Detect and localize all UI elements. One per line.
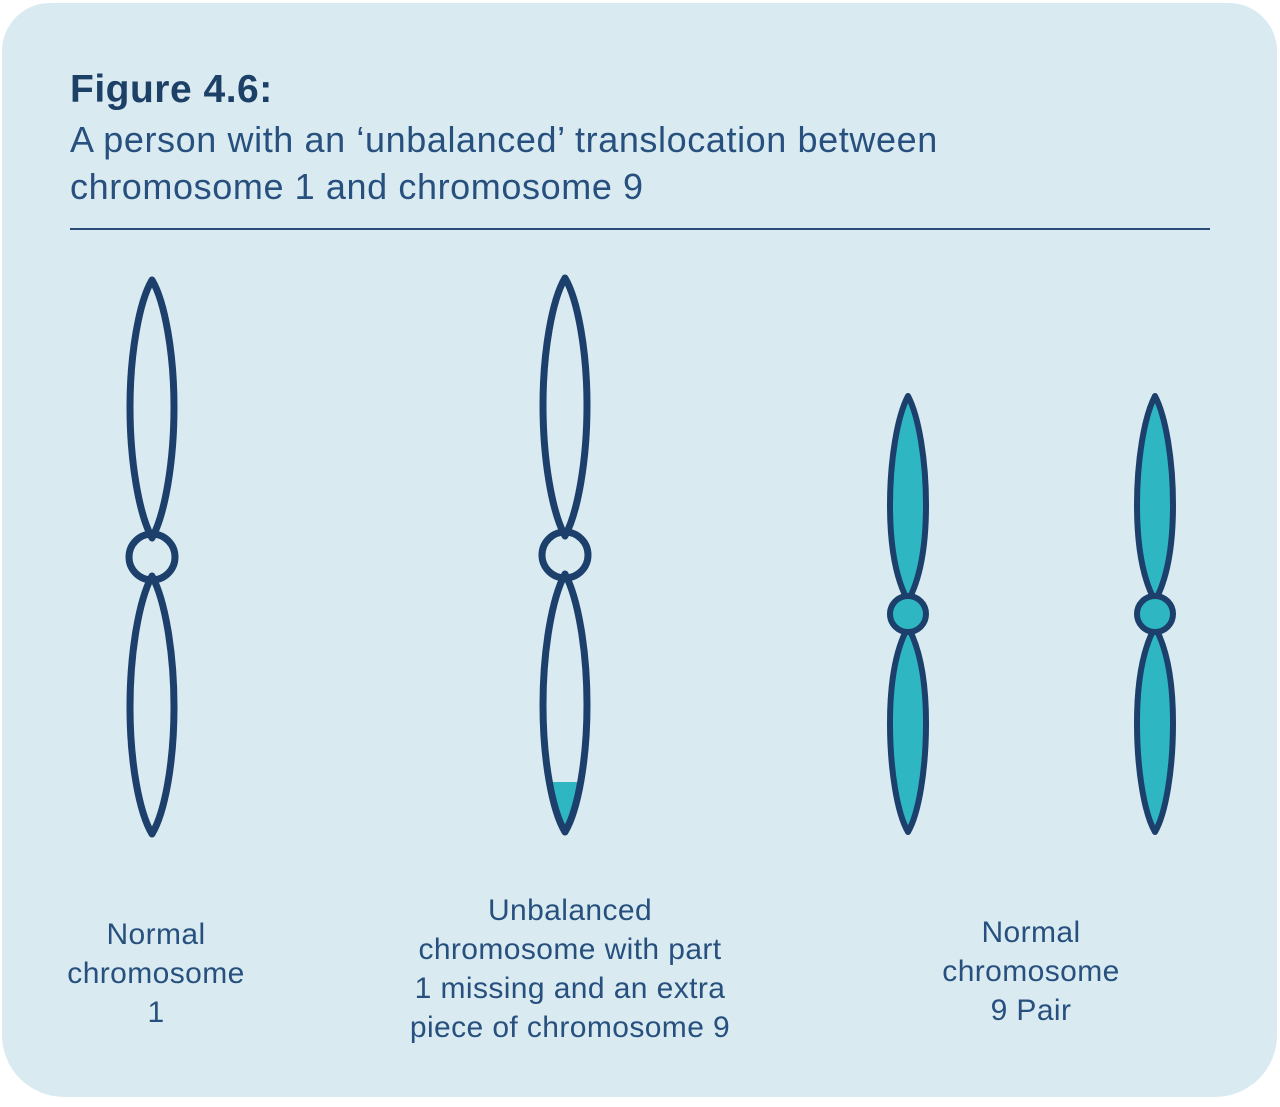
normal-chromosome-9-graphic-right xyxy=(1134,393,1176,835)
unbalanced-chromosome-graphic xyxy=(538,274,592,836)
normal-chromosome-9-pair-label: Normal chromosome 9 Pair xyxy=(942,916,1120,1027)
separator-line xyxy=(70,228,1210,230)
figure-description: A person with an ‘unbalanced’ translocat… xyxy=(70,119,938,207)
normal-chromosome-1-graphic xyxy=(125,276,179,838)
figure-panel xyxy=(2,3,1277,1097)
figure-number-heading: Figure 4.6: xyxy=(70,68,273,111)
normal-chromosome-1-label: Normal chromosome 1 xyxy=(67,918,245,1029)
normal-chromosome-9-graphic-left xyxy=(887,393,929,835)
unbalanced-chromosome-label: Unbalanced chromosome with part 1 missin… xyxy=(409,894,731,1044)
